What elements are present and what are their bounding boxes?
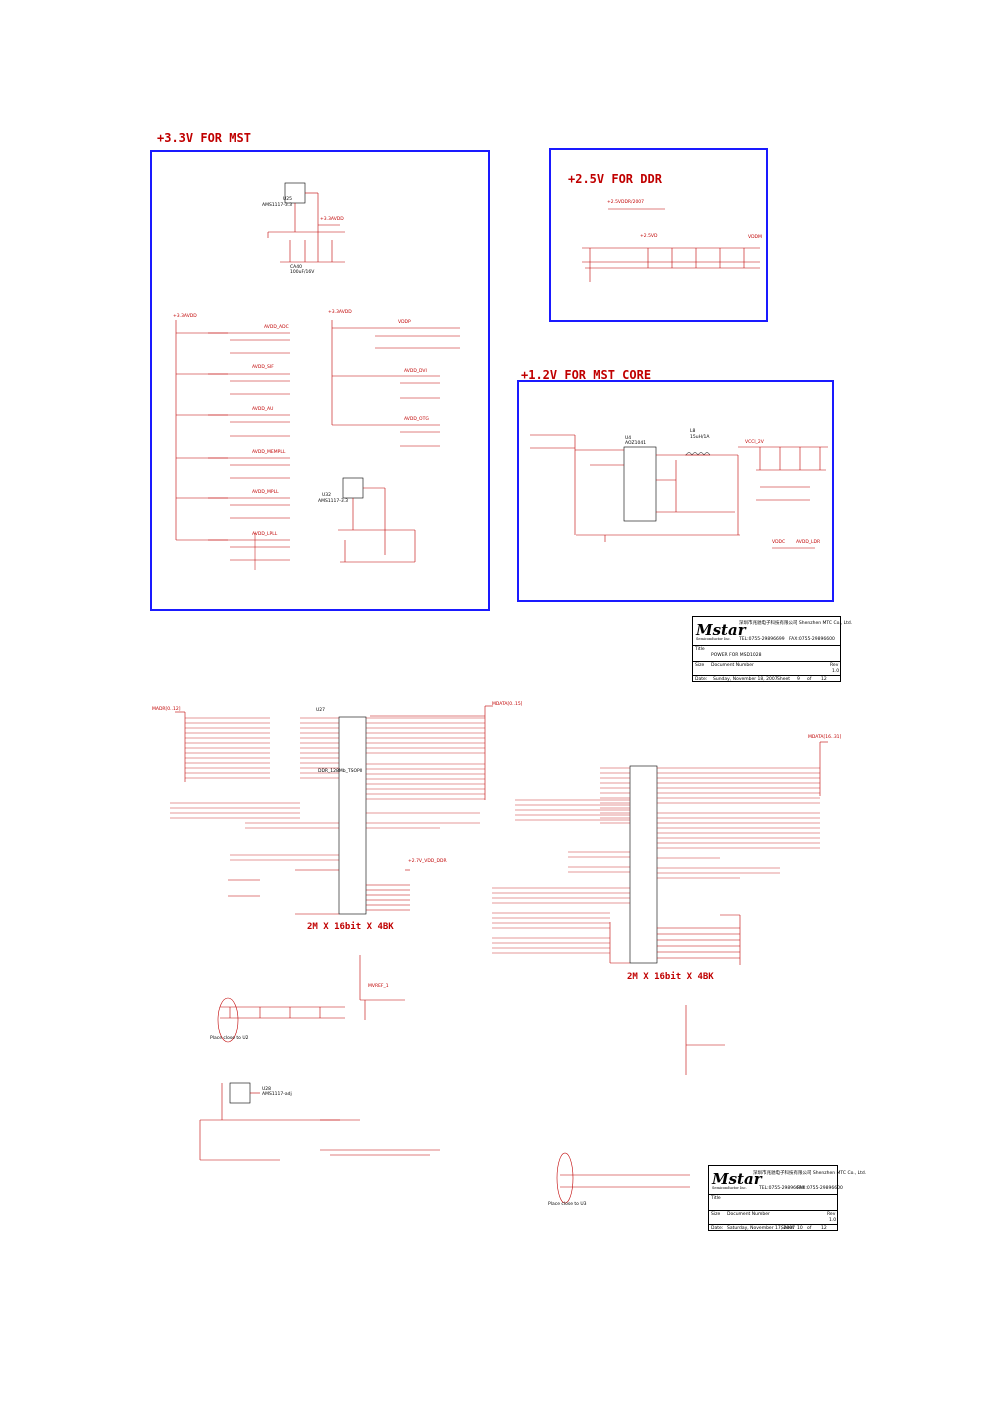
u25-value: AMS1117-3.3 [262, 203, 293, 208]
tb1-rev-label: Rev [830, 663, 839, 668]
block-title-2v5-ddr: +2.5V FOR DDR [568, 172, 662, 186]
net-vddc: VDDC [772, 540, 786, 545]
tb2-rev: 1.0 [829, 1218, 837, 1223]
title-block-1: Mstar Semiconductor Inc. 深圳市兆驰电子科技有限公司 S… [692, 616, 852, 682]
tb2-title-label: Title [711, 1196, 721, 1201]
net-avdd-ldr: AVDD_LDR [796, 540, 821, 545]
net-avdd-au: AVDD_AU [252, 407, 274, 412]
u27-ref: U27 [316, 708, 326, 713]
u28-value: AMS1117-adj [262, 1092, 292, 1097]
block-title-1v2-core: +1.2V FOR MST CORE [521, 368, 652, 382]
tb2-rev-label: Rev [827, 1212, 836, 1217]
mstar-logo-2: Mstar Semiconductor Inc. [712, 1170, 762, 1190]
u27-value: DDR_128Mb_TSOPII [318, 769, 363, 774]
place-note-1: Place close to U2 [210, 1036, 249, 1041]
tb2-of-label: of [807, 1226, 812, 1231]
tb2-sheet-label: Sheet [781, 1226, 795, 1231]
tb1-of: 12 [821, 677, 827, 682]
bus-mdata: MDATA[0..15] [492, 702, 523, 707]
net-vccl-2v: VCCl_2V [745, 440, 764, 445]
net-vddm: VDDM [748, 235, 762, 240]
bus-mdata-hi: MDATA[16..31] [808, 735, 842, 740]
tb1-fax: FAX:0755-29896600 [789, 637, 835, 642]
ca40-ref: CA40 [290, 265, 302, 270]
net-avdd-otg: AVDD_OTG [404, 417, 429, 422]
u28-ref: U28 [262, 1087, 272, 1092]
u32-ref: U32 [322, 493, 332, 498]
tb1-sheet-label: Sheet [777, 677, 791, 682]
net-avdd-mempll: AVDD_MEMPLL [252, 450, 286, 455]
tb1-rev: 1.0 [832, 669, 840, 674]
tb1-size-label: Size [695, 663, 705, 668]
u25-ref: U25 [283, 197, 293, 202]
ca40-value: 100uF/16V [290, 270, 315, 275]
tb1-date: Sunday, November 18, 2007 [713, 677, 778, 682]
net-avdd-sif: AVDD_SIF [252, 365, 274, 370]
u4-ref: U4 [625, 436, 632, 441]
tb2-of: 12 [821, 1226, 827, 1231]
bus-madr: MADR[0..12] [152, 707, 181, 712]
u4-value: AOZ1041 [625, 441, 647, 446]
net-2v7-vdd-ddr: +2.7V_VDD_DDR [408, 859, 447, 864]
tb2-fax: FAX:0755-29896600 [797, 1186, 843, 1191]
frame-2v5-ddr [549, 148, 768, 322]
ddr-b-caption: 2M X 16bit X 4BK [627, 972, 714, 982]
tb1-docnum-label: Document Number [711, 663, 754, 668]
net-2v5vd: +2.5VD [640, 234, 658, 239]
net-avdd-lpll: AVDD_LPLL [252, 532, 278, 537]
tb2-date-label: Date: [711, 1226, 724, 1231]
tb2-docnum-label: Document Number [727, 1212, 770, 1217]
net-vddp: VDDP [398, 320, 411, 325]
l8-value: 15uH/1A [690, 435, 710, 440]
net-3v3avdd-2: +3.3AVDD [328, 310, 352, 315]
tb2-size-label: Size [711, 1212, 721, 1217]
net-mvref: MVREF_1 [368, 984, 389, 989]
tb1-sheet: 9 [797, 677, 800, 682]
title-block-2: Mstar Semiconductor Inc. 深圳市兆驰电子科技有限公司 S… [708, 1165, 866, 1231]
net-2v5vddr: +2.5VDDR/2007 [607, 200, 645, 205]
net-avdd-mpll: AVDD_MPLL [252, 490, 279, 495]
net-3v3avdd: +3.3AVDD [173, 314, 197, 319]
tb1-title: POWER FOR MSD1028 [711, 653, 762, 658]
ddr-a-caption: 2M X 16bit X 4BK [307, 922, 394, 932]
mstar-logo: Mstar Semiconductor Inc. [696, 621, 746, 641]
tb2-company: 深圳市兆驰电子科技有限公司 Shenzhen MTC Co., Ltd. [753, 1171, 867, 1176]
net-3v3avdd-mst: +3.3AVDD [320, 217, 344, 222]
tb2-sheet: 10 [797, 1226, 803, 1231]
frame-3v3-mst [150, 150, 490, 611]
tb1-title-label: Title [695, 647, 705, 652]
place-note-2: Place close to U3 [548, 1202, 587, 1207]
l8-ref: L8 [690, 429, 696, 434]
tb1-company: 深圳市兆驰电子科技有限公司 Shenzhen MTC Co., Ltd. [739, 621, 853, 626]
u32-value: AMS1117-3.3 [318, 499, 349, 504]
tb1-tel: TEL:0755-29896699 [739, 637, 785, 642]
net-avdd-dvi: AVDD_DVI [404, 369, 427, 374]
block-title-3v3-mst: +3.3V FOR MST [157, 131, 251, 145]
tb2-tel: TEL:0755-29896699 [759, 1186, 805, 1191]
tb1-date-label: Date: [695, 677, 708, 682]
frame-1v2-core [517, 380, 834, 602]
tb2-date: Saturday, November 17, 2007 [727, 1226, 796, 1231]
tb1-of-label: of [807, 677, 812, 682]
net-avdd-adc: AVDD_ADC [264, 325, 289, 330]
